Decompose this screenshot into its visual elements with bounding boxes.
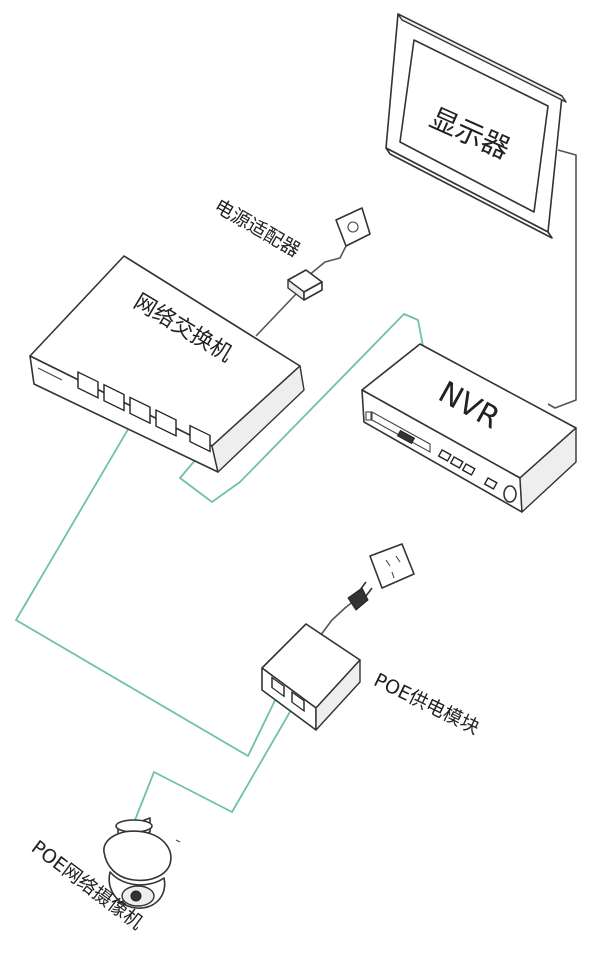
poe-to-camera-cable <box>134 697 299 821</box>
poe-module-label: POE供电模块 <box>370 669 482 739</box>
power-adapter-label: 电源适配器 <box>210 195 303 262</box>
wall-outlet-icon <box>369 543 415 589</box>
wall-socket-icon <box>335 207 371 247</box>
adapter-to-switch-cable <box>255 293 297 337</box>
monitor <box>385 13 567 239</box>
power-adapter <box>287 269 323 301</box>
switch-ports <box>77 371 211 453</box>
dome-camera-icon <box>103 817 181 909</box>
poe-power-cable <box>319 599 356 637</box>
poe-module <box>261 623 361 731</box>
nvr <box>361 343 577 513</box>
poe-ports <box>271 676 305 713</box>
nvr-buttons <box>437 449 517 503</box>
power-plug-icon <box>347 581 373 611</box>
switch-to-nvr-cable <box>179 313 427 503</box>
switch-to-poe-cable <box>15 425 281 757</box>
network-switch <box>29 255 305 473</box>
adapter-to-socket-cable <box>307 241 349 277</box>
monitor-to-nvr-cable <box>547 149 577 409</box>
